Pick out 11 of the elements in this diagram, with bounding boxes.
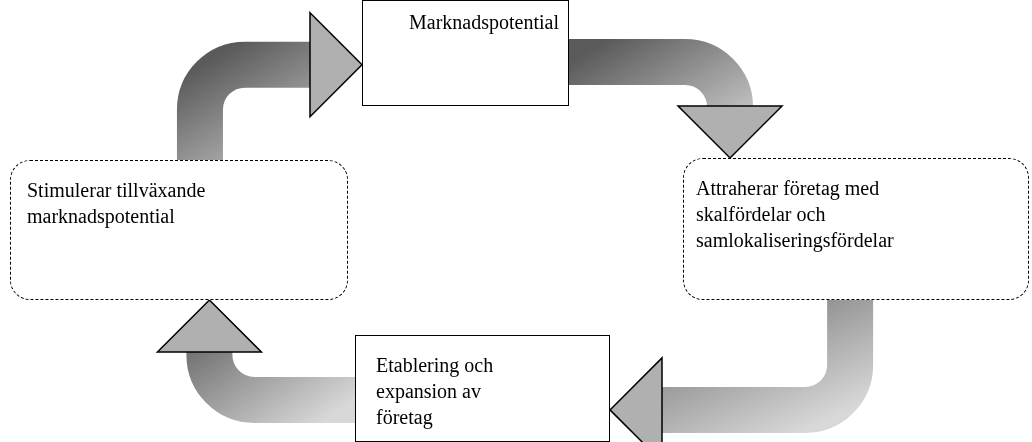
box-text: Stimulerar tillväxande marknadspotential [27,178,207,229]
rounded-dashed-box [10,160,348,300]
process-box [355,335,610,442]
process-box [362,0,569,106]
block-arrow [176,11,363,160]
block-arrow [156,299,355,423]
box-text: Attraherar företag med skalfördelar och samlokaliseringsfördelar [696,176,895,253]
block-arrow [609,300,874,442]
box-text: Marknadspotential [409,10,560,35]
rounded-dashed-box [683,158,1029,300]
box-text: Etablering och expansion av företag [376,353,495,430]
